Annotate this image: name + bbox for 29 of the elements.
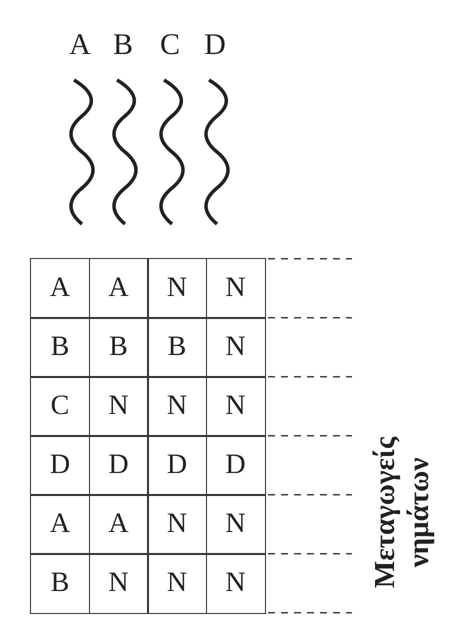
table-cell: A: [88, 258, 148, 318]
thread-label: C: [158, 30, 181, 60]
side-caption: Μεταγωγείς νημάτων: [368, 436, 436, 590]
table-cell: D: [147, 435, 207, 496]
table-cell: N: [206, 376, 266, 436]
thread-label: B: [112, 30, 134, 60]
table-cell: N: [147, 376, 207, 436]
table-cell: B: [30, 553, 90, 614]
table-cell: D: [88, 435, 148, 496]
table-cell: B: [147, 317, 207, 378]
table-cell: N: [206, 553, 266, 614]
table-cell: A: [88, 494, 148, 554]
table-cell: N: [206, 258, 266, 318]
table-cell: B: [30, 317, 90, 378]
table-cell: A: [30, 494, 90, 554]
table-cell: C: [30, 376, 90, 436]
thread-label: A: [68, 30, 92, 60]
table-cell: N: [88, 376, 148, 436]
table-cell: D: [206, 435, 266, 496]
thread-label: D: [203, 30, 227, 60]
table-cell: N: [206, 317, 266, 378]
table-cell: N: [147, 258, 207, 318]
table-cell: B: [88, 317, 148, 378]
table-cell: N: [147, 494, 207, 554]
table-cell: D: [30, 435, 90, 496]
table-cell: N: [88, 553, 148, 614]
table-cell: N: [147, 553, 207, 614]
table-cell: N: [206, 494, 266, 554]
table-cell: A: [30, 258, 90, 318]
